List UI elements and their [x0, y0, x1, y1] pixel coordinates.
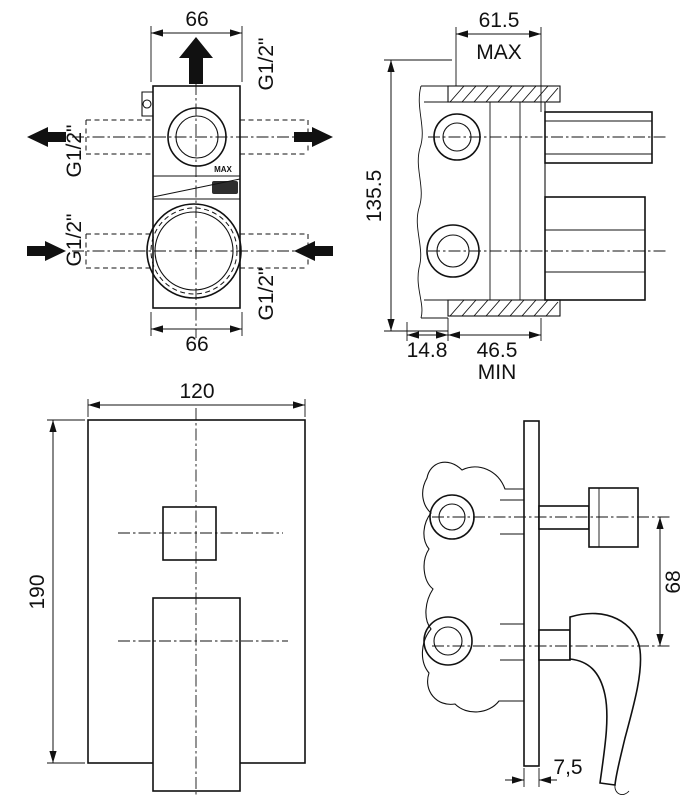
dim-handle-distance: 68	[656, 517, 685, 646]
dim-plate-width: 120	[87, 380, 306, 417]
lower-cartridge-port-inner	[154, 211, 234, 291]
upper-cartridge-port	[167, 107, 227, 167]
knob-stem-side	[538, 505, 590, 530]
dim-width-top: 66	[150, 8, 243, 82]
dim-plate-thickness: 7,5	[505, 756, 583, 787]
flow-arrow-out-left	[27, 127, 66, 147]
dim-text-7-5: 7,5	[553, 756, 582, 779]
upper-cartridge-side	[433, 113, 481, 161]
lever-handle-front	[152, 597, 241, 792]
mounting-flange-bottom	[447, 299, 561, 317]
lever-handle-side	[569, 612, 642, 786]
view-trim-front: 120 190	[26, 380, 306, 797]
outlet-pipe-top	[544, 111, 653, 164]
rough-valve-body-side	[421, 461, 524, 713]
max-marking-label: MAX	[214, 165, 232, 174]
mounting-screw	[142, 99, 152, 109]
dim-text-66-bottom: 66	[185, 333, 208, 356]
dim-text-46-5: 46.5	[477, 339, 518, 362]
dim-text-66-top: 66	[185, 8, 208, 31]
pipe-stubs-hidden	[85, 119, 309, 269]
dim-depth-bottom: 14.8 46.5 MIN	[406, 318, 542, 384]
lower-cartridge-side-inner	[436, 234, 470, 268]
lower-valve-boss	[423, 616, 473, 666]
dim-plate-height: 190	[26, 419, 85, 764]
flow-arrow-in-left	[27, 241, 66, 261]
dim-height-135-5: 135.5	[363, 59, 452, 332]
view-valve-side-roughin: 61.5 MAX 135.5 14.8 46.5 MIN	[363, 9, 666, 384]
view-valve-front-roughin: MAX 66	[27, 8, 333, 356]
flow-arrow-in-right	[294, 241, 333, 261]
dim-width-bottom: 66	[150, 312, 243, 356]
valve-body-outline	[152, 85, 241, 309]
lower-cartridge-side	[426, 224, 480, 278]
dim-text-14-8: 14.8	[407, 339, 448, 362]
dim-text-135-5: 135.5	[363, 170, 386, 223]
mounting-tab	[141, 91, 153, 117]
dim-text-190: 190	[26, 574, 49, 609]
view-trim-side: 68 7,5	[421, 420, 685, 795]
dim-text-120: 120	[179, 380, 214, 403]
lower-valve-boss-inner	[433, 626, 463, 656]
port-label-left-upper: G1/2"	[63, 125, 86, 178]
flow-arrow-out-right	[294, 127, 333, 147]
diverter-knob-front	[162, 506, 217, 561]
lever-tip-curl	[614, 784, 630, 795]
port-label-bottom: G1/2"	[255, 268, 278, 321]
mounting-flange-top	[447, 85, 561, 103]
port-label-left-lower: G1/2"	[63, 214, 86, 267]
trim-plate-side	[523, 420, 540, 767]
dim-text-61-5: 61.5	[479, 9, 520, 32]
label-min: MIN	[478, 361, 517, 384]
label-max: MAX	[476, 41, 522, 64]
brand-mark	[212, 181, 238, 194]
lower-cartridge-port	[146, 203, 242, 299]
inlet-block	[544, 196, 646, 301]
dim-text-68: 68	[662, 570, 685, 593]
port-label-top: G1/2"	[255, 38, 278, 91]
lever-stem-side	[538, 629, 571, 661]
diverter-knob-side	[588, 487, 639, 548]
upper-cartridge-port-inner	[175, 115, 219, 159]
upper-cartridge-side-inner	[442, 122, 472, 152]
lower-cartridge-thread	[150, 207, 238, 295]
flow-arrow-up	[179, 37, 213, 84]
break-line	[416, 85, 423, 319]
dim-depth-max: 61.5 MAX	[455, 9, 542, 112]
